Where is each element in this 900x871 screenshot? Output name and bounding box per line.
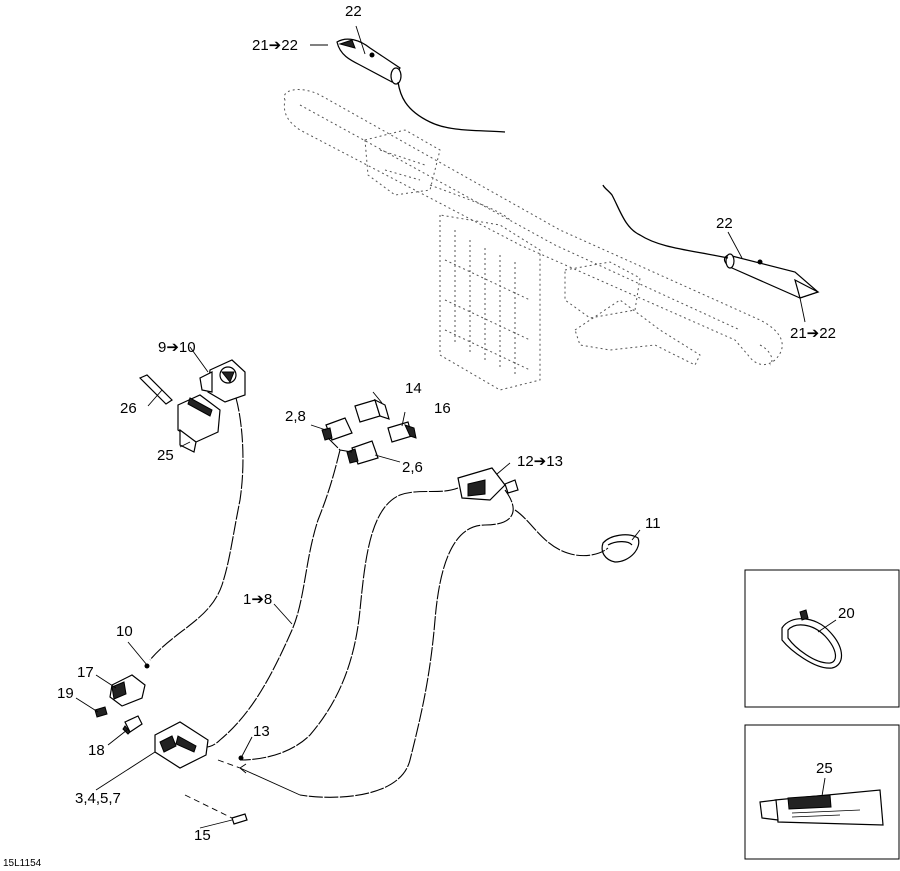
callout-21-22-top: 21➔22: [252, 37, 298, 54]
callout-12-13: 12➔13: [517, 453, 563, 470]
wiring-harness: [149, 397, 609, 798]
callout-16: 16: [434, 400, 451, 417]
callout-9-10: 9➔10: [158, 339, 196, 356]
callout-25: 25: [157, 447, 174, 464]
part-19: [94, 706, 108, 718]
callout-10: 10: [116, 623, 133, 640]
handlebar-assembly: [283, 89, 783, 391]
callout-3-4-5-7: 3,4,5,7: [75, 790, 121, 807]
callout-19: 19: [57, 685, 74, 702]
callout-21-22-right: 21➔22: [790, 325, 836, 342]
callout-14: 14: [405, 380, 422, 397]
callout-15: 15: [194, 827, 211, 844]
callout-1-8: 1➔8: [243, 591, 272, 608]
callout-22-top: 22: [345, 3, 362, 20]
callout-13: 13: [253, 723, 270, 740]
callout-22-right: 22: [716, 215, 733, 232]
callout-2-6: 2,6: [402, 459, 423, 476]
pin-26: [138, 374, 173, 405]
connector-12-13: [457, 467, 519, 501]
callout-18: 18: [88, 742, 105, 759]
connector-2-6: [346, 440, 379, 465]
callout-2-8: 2,8: [285, 408, 306, 425]
terminal-15: [231, 813, 248, 825]
callout-26: 26: [120, 400, 137, 417]
connector-17: [109, 674, 146, 707]
callout-25-inset: 25: [816, 760, 833, 777]
grip-heater-left: [336, 38, 506, 133]
leader-lines: [75, 25, 806, 829]
callout-11: 11: [645, 515, 661, 532]
drawing-code: 15L1154: [3, 858, 42, 869]
connector-9-10: [199, 359, 246, 403]
connector-16: [387, 421, 417, 443]
grip-heater-right: [602, 184, 820, 299]
callout-20: 20: [838, 605, 855, 622]
connector-14: [354, 398, 390, 423]
inset-tube-25: 25: [744, 724, 900, 860]
connector-2-8: [321, 417, 353, 441]
connector-housing-3-4-5-7: [154, 721, 209, 769]
module-25: [177, 394, 221, 453]
callout-17: 17: [77, 664, 94, 681]
callout-labels: 22 21➔22 22 21➔22 9➔10 26 25 2,8 14 16 2…: [57, 3, 836, 844]
connector-11: [601, 534, 640, 563]
inset-clamp-20: 20: [744, 569, 900, 708]
